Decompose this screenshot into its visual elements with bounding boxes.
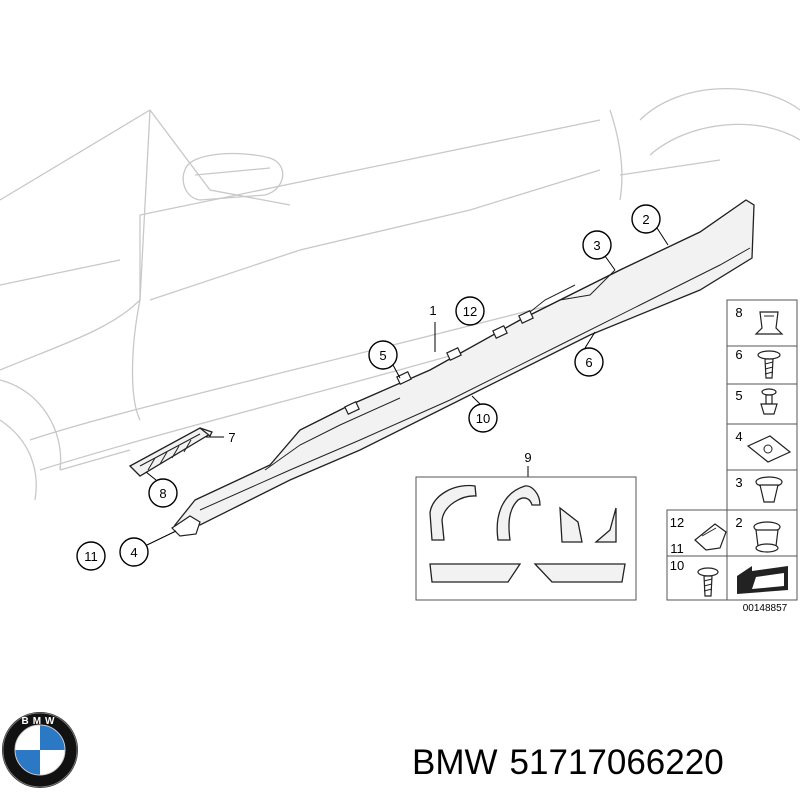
part-caption: BMW 51717066220 — [412, 738, 792, 788]
legend-5: 5 — [735, 388, 742, 403]
svg-text:5: 5 — [379, 348, 386, 363]
callout-4: 4 — [119, 537, 149, 567]
svg-text:10: 10 — [476, 411, 490, 426]
diagram-code: 00148857 — [743, 603, 788, 614]
legend-6: 6 — [735, 347, 742, 362]
wheel-arch-trims — [429, 484, 626, 583]
legend-11: 11 — [670, 541, 684, 556]
svg-text:4: 4 — [130, 545, 137, 560]
svg-text:12: 12 — [463, 304, 477, 319]
svg-text:3: 3 — [593, 238, 600, 253]
callout-8: 8 — [148, 478, 178, 508]
callout-3: 3 — [582, 230, 612, 260]
bmw-logo: BMW — [2, 712, 78, 788]
callout-5: 5 — [368, 340, 398, 370]
legend-10: 10 — [670, 558, 684, 573]
caption-part-number: 51717066220 — [509, 743, 724, 782]
mirror — [182, 152, 284, 201]
callout-2: 2 — [631, 204, 661, 234]
sill-clips — [344, 310, 534, 415]
svg-text:2: 2 — [642, 212, 649, 227]
svg-text:BMW: BMW — [22, 716, 59, 727]
sill-bracket — [171, 515, 201, 537]
callout-7: 7 — [228, 430, 235, 445]
legend-12: 12 — [670, 515, 684, 530]
callout-12-top: 12 — [455, 296, 485, 326]
guide-strip — [128, 427, 213, 477]
legend-8: 8 — [735, 305, 742, 320]
callout-6: 6 — [574, 347, 604, 377]
side-sill-panel — [173, 199, 755, 526]
callout-9: 9 — [524, 450, 531, 465]
svg-text:8: 8 — [159, 486, 166, 501]
legend-4: 4 — [735, 429, 742, 444]
legend-2: 2 — [735, 515, 742, 530]
callout-11: 11 — [76, 541, 106, 571]
car-outline — [0, 88, 800, 501]
svg-text:11: 11 — [84, 549, 98, 564]
fastener-legend: 8 6 5 4 3 2 12 11 10 — [666, 299, 798, 601]
callout-10-top: 10 — [468, 403, 498, 433]
caption-brand: BMW — [412, 743, 498, 782]
legend-3: 3 — [735, 475, 742, 490]
svg-text:6: 6 — [585, 355, 592, 370]
callout-1: 1 — [429, 303, 436, 318]
